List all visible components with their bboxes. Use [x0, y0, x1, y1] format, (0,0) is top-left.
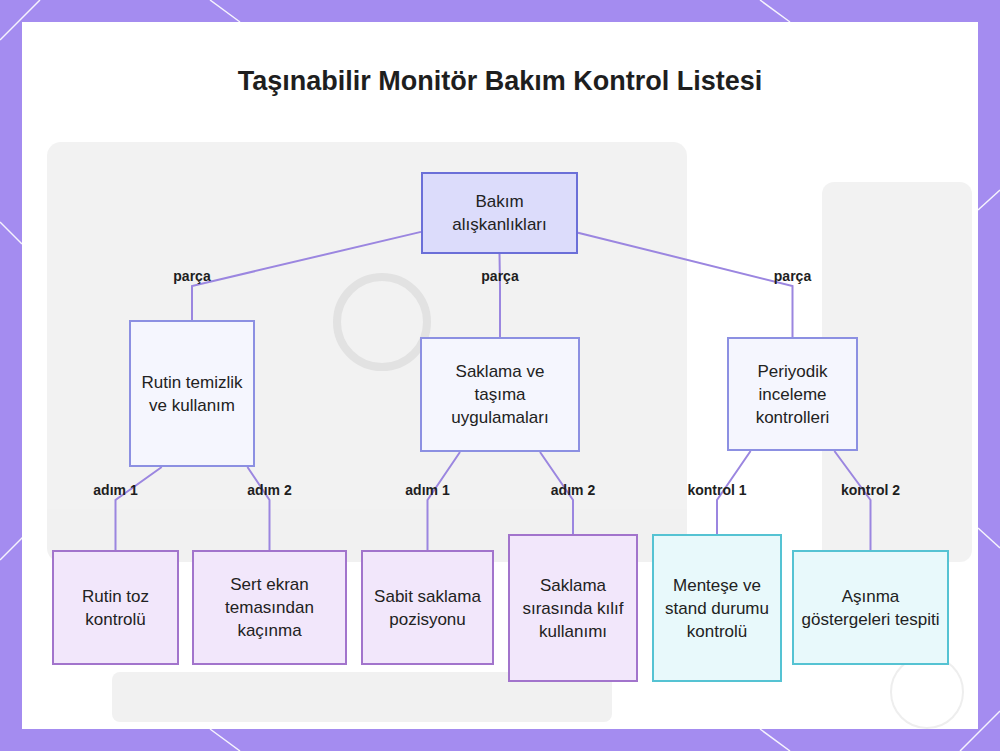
node-text: Periyodik inceleme kontrolleri	[735, 360, 850, 429]
node-text: Menteşe ve stand durumu kontrolü	[660, 574, 774, 643]
node-text: Rutin temizlik ve kullanım	[137, 371, 247, 417]
edge-label: adım 1	[93, 482, 137, 498]
edge-label: kontrol 1	[687, 482, 746, 498]
diagram-title: Taşınabilir Monitör Bakım Kontrol Listes…	[200, 64, 800, 98]
node-text: Aşınma göstergeleri tespiti	[800, 585, 941, 631]
node-text: Sert ekran temasından kaçınma	[200, 573, 339, 642]
process-box: Sert ekran temasından kaçınma	[192, 550, 347, 665]
connector-line	[834, 451, 870, 550]
connector-line	[247, 467, 269, 550]
root-box: Bakım alışkanlıkları	[421, 172, 578, 254]
process-box: Saklama ve taşıma uygulamaları	[420, 337, 580, 452]
edge-label: parça	[481, 268, 518, 284]
edge-label: parça	[173, 268, 210, 284]
node-text: Saklama sırasında kılıf kullanımı	[516, 574, 630, 643]
edge-label: parça	[774, 268, 811, 284]
connector-line	[578, 233, 793, 337]
process-box: Rutin temizlik ve kullanım	[129, 320, 255, 467]
node-text: Bakım alışkanlıkları	[429, 190, 570, 236]
node-text: Sabit saklama pozisyonu	[369, 585, 486, 631]
node-text: Saklama ve taşıma uygulamaları	[428, 360, 572, 429]
process-box: Sabit saklama pozisyonu	[361, 550, 494, 665]
edge-label: adım 1	[405, 482, 449, 498]
connector-line	[116, 467, 162, 550]
edge-label: adım 2	[551, 482, 595, 498]
process-box: Menteşe ve stand durumu kontrolü	[652, 534, 782, 682]
process-box: Saklama sırasında kılıf kullanımı	[508, 534, 638, 682]
edge-label: adım 2	[247, 482, 291, 498]
connector-line	[192, 232, 421, 320]
edge-label: kontrol 2	[841, 482, 900, 498]
process-box: Rutin toz kontrolü	[52, 550, 179, 665]
node-text: Rutin toz kontrolü	[60, 585, 171, 631]
connector-line	[499, 254, 502, 337]
process-box: Aşınma göstergeleri tespiti	[792, 550, 949, 665]
process-box: Periyodik inceleme kontrolleri	[727, 337, 858, 451]
connector-line	[428, 452, 461, 550]
